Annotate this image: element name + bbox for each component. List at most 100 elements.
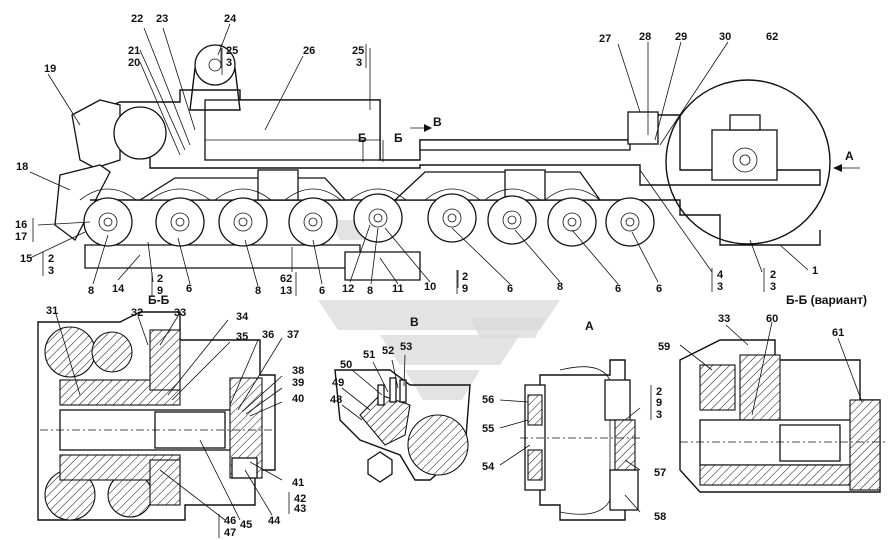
leader-lines-main <box>29 23 809 288</box>
callout-2-l: 2 <box>48 253 54 265</box>
callout-50: 50 <box>340 359 352 371</box>
callout-62-top: 62 <box>766 31 778 43</box>
callout-6-a: 6 <box>186 283 192 295</box>
callout-46: 46 <box>224 515 236 527</box>
idler-wheel-62 <box>665 79 831 245</box>
callout-45: 45 <box>240 519 252 531</box>
variant-housing <box>739 354 781 421</box>
cut-mark-b2: Б <box>394 131 403 145</box>
callout-49: 49 <box>332 377 344 389</box>
callout-3-d: 3 <box>770 281 776 293</box>
callout-32: 32 <box>131 307 143 319</box>
callout-8-a: 8 <box>88 285 94 297</box>
callout-labels: 22 23 24 21 20 25 3 26 25 3 27 28 29 30 … <box>15 13 867 539</box>
callout-27: 27 <box>599 33 611 45</box>
callout-6-e: 6 <box>656 283 662 295</box>
roller-top-left <box>44 326 96 378</box>
callout-18: 18 <box>16 161 28 173</box>
callout-61: 61 <box>832 327 844 339</box>
callout-55: 55 <box>482 423 494 435</box>
view-a-detail <box>520 359 640 521</box>
rounded-housing <box>113 106 167 160</box>
callout-3-b: 3 <box>356 57 362 69</box>
bracket-19 <box>71 99 121 169</box>
callout-31: 31 <box>46 305 58 317</box>
arrow-a-label: А <box>845 149 854 163</box>
callout-8-d: 8 <box>557 281 563 293</box>
track-frame-lower <box>90 199 821 246</box>
leader-lines-view-b <box>341 354 406 421</box>
callout-19: 19 <box>44 63 56 75</box>
callout-22: 22 <box>131 13 143 25</box>
callout-37: 37 <box>287 329 299 341</box>
callout-28: 28 <box>639 31 651 43</box>
callout-8-c: 8 <box>367 285 373 297</box>
callout-17: 17 <box>15 231 27 243</box>
callout-62-bottom: 62 <box>280 273 292 285</box>
leader-lines-section-bb <box>55 313 283 521</box>
section-bb-variant-view <box>679 339 885 493</box>
callout-59: 59 <box>658 341 670 353</box>
callout-6-b: 6 <box>319 285 325 297</box>
callout-26: 26 <box>303 45 315 57</box>
plate-14 <box>84 244 361 269</box>
callout-38: 38 <box>292 365 304 377</box>
callout-10: 10 <box>424 281 436 293</box>
callout-9-c: 9 <box>462 283 468 295</box>
title-section-bb-variant: Б-Б (вариант) <box>786 293 867 307</box>
callout-3-c: 3 <box>717 281 723 293</box>
cylinder-rod <box>419 139 631 151</box>
view-b-detail <box>334 369 471 483</box>
callout-44: 44 <box>268 515 281 527</box>
leader-lines-variant <box>679 321 863 416</box>
callout-41: 41 <box>292 477 304 489</box>
callout-33-b: 33 <box>718 313 730 325</box>
callout-20: 20 <box>128 57 140 69</box>
callout-48: 48 <box>330 394 342 406</box>
callout-14: 14 <box>112 283 125 295</box>
callout-40: 40 <box>292 393 304 405</box>
variant-cap-left <box>699 364 736 411</box>
callout-53: 53 <box>400 341 412 353</box>
bracket-27 <box>627 111 659 145</box>
leader-lines-view-a <box>499 399 641 513</box>
callout-3-l: 3 <box>48 265 54 277</box>
view-b-shaft <box>407 414 469 476</box>
callout-16: 16 <box>15 219 27 231</box>
sheave-24 <box>194 44 236 86</box>
callout-9-e: 9 <box>656 397 662 409</box>
callout-3-e: 3 <box>656 409 662 421</box>
road-wheels <box>83 193 655 247</box>
callout-3-a: 3 <box>226 57 232 69</box>
callout-25-b: 25 <box>352 45 364 57</box>
callout-54: 54 <box>482 461 495 473</box>
stack-separators <box>32 44 765 538</box>
hydraulic-cylinder-body <box>204 99 381 161</box>
callout-30: 30 <box>719 31 731 43</box>
title-view-a: А <box>585 319 594 333</box>
callout-56: 56 <box>482 394 494 406</box>
callout-47: 47 <box>224 527 236 539</box>
callout-58: 58 <box>654 511 666 523</box>
callout-57: 57 <box>654 467 666 479</box>
callout-6-d: 6 <box>615 283 621 295</box>
callout-51: 51 <box>363 349 375 361</box>
callout-23: 23 <box>156 13 168 25</box>
callout-43: 43 <box>294 503 306 515</box>
callout-42: 42 <box>294 493 306 505</box>
callout-8-b: 8 <box>255 285 261 297</box>
callout-52: 52 <box>382 345 394 357</box>
callout-2-c: 2 <box>462 271 468 283</box>
callout-6-c: 6 <box>507 283 513 295</box>
callout-1: 1 <box>812 265 818 277</box>
callout-25-a: 25 <box>226 45 238 57</box>
roller-top-right <box>91 331 133 373</box>
callout-60: 60 <box>766 313 778 325</box>
section-bb-view <box>37 311 276 521</box>
callout-39: 39 <box>292 377 304 389</box>
callout-29: 29 <box>675 31 687 43</box>
callout-34: 34 <box>236 311 249 323</box>
title-view-b: В <box>410 315 419 329</box>
main-assembly-view <box>54 44 860 281</box>
